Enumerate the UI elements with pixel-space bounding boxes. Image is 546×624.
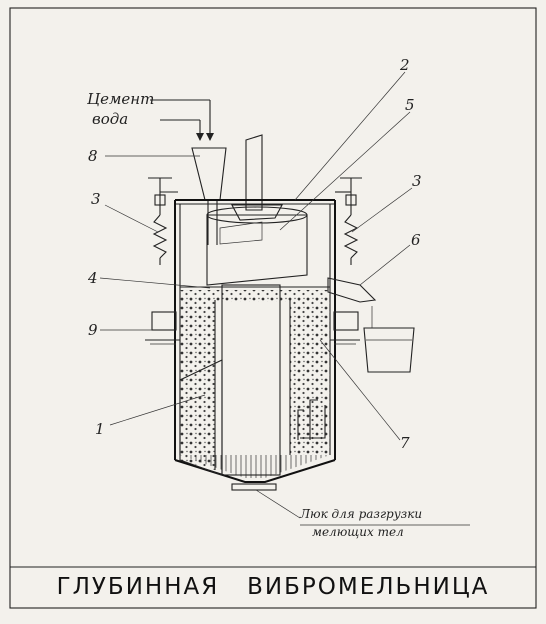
spring-left [148,177,178,265]
callout-2: 2 [399,56,410,74]
water-label: вода [92,110,128,128]
hatch-note-line2: мелющих тел [312,525,404,539]
discharge-pipe [297,399,326,440]
grinding-media [180,286,330,470]
callout-1: 1 [95,420,105,438]
feed-lines [150,99,214,141]
support-left [145,311,180,345]
callout-7: 7 [400,434,410,452]
callout-3-right: 3 [412,172,422,190]
central-column [179,284,291,476]
leader-lines [99,71,470,526]
cement-label: Цемент [87,90,154,108]
hatch-note-line1: Люк для разгрузки [299,507,422,521]
collection-bucket [363,306,415,373]
callout-8: 8 [88,147,98,165]
callout-9: 9 [88,321,98,339]
inner-drum [206,204,308,286]
support-right [330,311,360,345]
vibrator-shaft [245,134,263,211]
sheet-border [9,7,537,609]
callout-5: 5 [405,96,415,114]
overflow-chute [327,277,377,303]
spring-right [335,177,362,265]
drawing-title: ГЛУБИННАЯ ВИБРОМЕЛЬНИЦА [57,574,490,600]
callout-4: 4 [87,269,98,287]
callout-6: 6 [411,231,421,249]
callout-3-left: 3 [91,190,101,208]
